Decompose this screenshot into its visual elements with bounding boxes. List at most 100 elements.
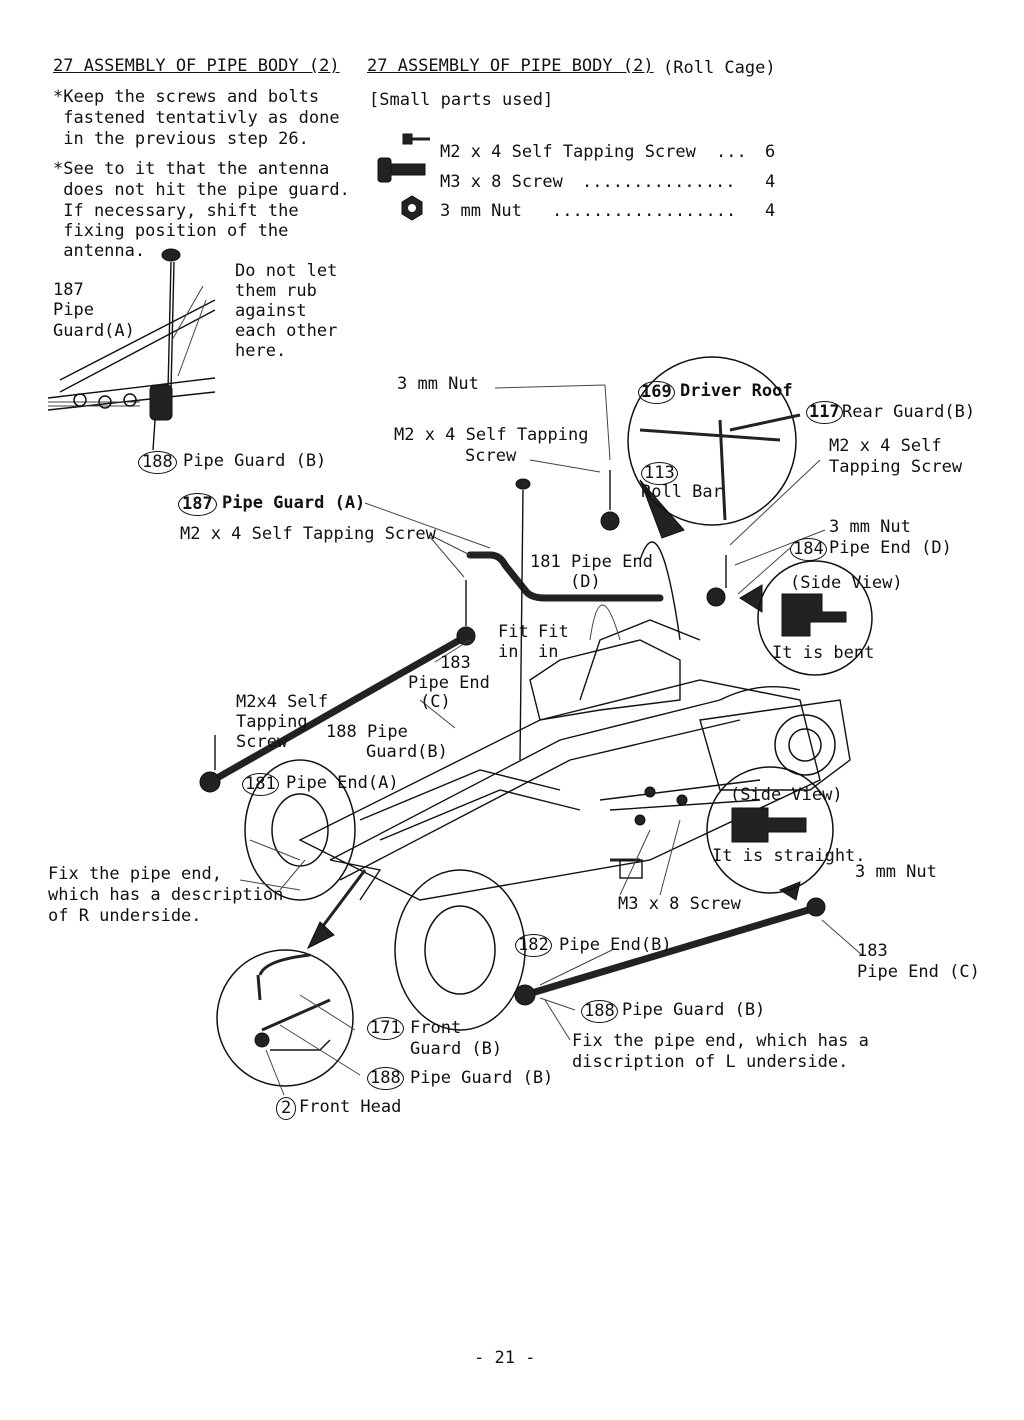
pg-a-num: 187: [178, 493, 217, 516]
pg-b2-num: 188: [367, 1067, 404, 1090]
part-qty: 4: [765, 201, 776, 221]
m2x4-left: M2x4 Self: [236, 692, 329, 712]
pipe-guard-right: [514, 897, 826, 1006]
inset-num-188: 188: [138, 451, 177, 474]
pipe-end-c-num: 183: [857, 941, 888, 961]
pg-a-label: Pipe Guard (A): [222, 493, 366, 513]
part-name: M2 x 4 Self Tapping Screw: [440, 142, 696, 162]
nut-top: 3 mm Nut: [397, 374, 479, 394]
nut-icon: [401, 195, 423, 221]
front-head-detail: [254, 953, 331, 1051]
front-arrow: [306, 869, 801, 950]
left-title: 27 ASSEMBLY OF PIPE BODY (2): [53, 56, 340, 76]
m2-screw-right: M2 x 4 Self: [829, 436, 942, 456]
pipe-end-183c-2: Pipe End: [408, 673, 490, 693]
part-qty: 4: [765, 172, 776, 192]
inset-note: them rub: [235, 281, 317, 301]
note-line-8: antenna.: [53, 241, 146, 261]
pipe-end-a-num: 181: [242, 773, 279, 796]
pipe-end-181d: 181 Pipe End: [530, 552, 653, 572]
pg-b-num: 188: [581, 1000, 618, 1023]
rear-guard: Rear Guard(B): [842, 402, 976, 422]
part-name: 3 mm Nut: [440, 201, 522, 221]
fit-in-1: Fit: [498, 622, 529, 642]
note-line-3: in the previous step 26.: [53, 129, 309, 149]
part-dots: ..................: [552, 201, 737, 221]
antenna-car: [515, 478, 531, 761]
pg-b: Pipe Guard (B): [622, 1000, 766, 1020]
side-view-1: (Side View): [790, 573, 903, 593]
pipe-end-d-num: 184: [790, 538, 827, 561]
note-line-2: fastened tentativly as done: [53, 108, 340, 128]
note-line-4: *See to it that the antenna: [53, 159, 330, 179]
fit-in-2b: in: [538, 642, 559, 662]
self-tapping-screw-icon: [402, 133, 430, 145]
front-guard: Front: [410, 1018, 462, 1038]
front-head-num: 2: [276, 1097, 297, 1120]
side-view-circle-1: [757, 560, 873, 676]
roll-bar: Roll Bar: [641, 482, 723, 502]
m2-screw-top: M2 x 4 Self Tapping: [394, 425, 589, 445]
pipe-guard-188: 188 Pipe: [326, 722, 408, 742]
m2-screw-top-2: Screw: [465, 446, 517, 466]
parts-heading: [Small parts used]: [369, 90, 554, 110]
fix-l-2: discription of L underside.: [572, 1052, 849, 1072]
m3-screw: M3 x 8 Screw: [618, 894, 741, 914]
bent-note: It is bent: [772, 643, 875, 663]
inset-note: here.: [235, 341, 287, 361]
roof-detail-circle: [627, 356, 797, 526]
buggy-chassis: [239, 541, 851, 1031]
fit-in-1b: in: [498, 642, 519, 662]
antenna-inset: [47, 248, 216, 451]
pipe-end-183c: 183: [440, 653, 471, 673]
pg-b2: Pipe Guard (B): [410, 1068, 554, 1088]
fit-in-2: Fit: [538, 622, 569, 642]
pipe-guard-left: [199, 580, 476, 793]
note-line-6: If necessary, shift the: [53, 201, 299, 221]
pipe-end-d: Pipe End (D): [829, 538, 952, 558]
part-dots: ...............: [582, 172, 736, 192]
m2x4-left-3: Screw: [236, 732, 288, 752]
pipe-end-c: Pipe End (C): [857, 962, 980, 982]
driver-roof-num: 169: [638, 381, 675, 404]
m2-screw-left: M2 x 4 Self Tapping Screw: [180, 524, 436, 544]
side-view-2: (Side View): [730, 785, 843, 805]
inset-note: Do not let: [235, 261, 338, 281]
inset-pipe: Pipe: [53, 300, 94, 320]
driver-roof: Driver Roof: [680, 381, 793, 401]
fix-r-3: of R underside.: [48, 906, 202, 926]
roll-cage-tube: [429, 534, 664, 602]
front-head-circle: [216, 949, 354, 1087]
right-subtitle: (Roll Cage): [663, 58, 776, 78]
fix-r-1: Fix the pipe end,: [48, 864, 222, 884]
note-line-1: *Keep the screws and bolts: [53, 87, 320, 107]
inset-note: against: [235, 301, 307, 321]
note-line-7: fixing position of the: [53, 221, 289, 241]
nut-right2: 3 mm Nut: [855, 862, 937, 882]
m2-screw-right-2: Tapping Screw: [829, 457, 963, 477]
nut-right: 3 mm Nut: [829, 517, 911, 537]
part-qty: 6: [765, 142, 776, 162]
inset-num-187: 187: [53, 280, 84, 300]
side-view-circle-2: [706, 766, 834, 894]
screw-icon: [377, 157, 426, 183]
front-guard-2: Guard (B): [410, 1039, 503, 1059]
page-number: - 21 -: [474, 1348, 536, 1368]
front-head: Front Head: [299, 1097, 402, 1117]
pipe-end-183c-3: (C): [420, 692, 451, 712]
rear-guard-num: 117: [806, 401, 843, 424]
part-name: M3 x 8 Screw: [440, 172, 563, 192]
leader-lines: [265, 384, 863, 1096]
part-dots: ...: [716, 142, 747, 162]
fix-r-2: which has a description: [48, 885, 284, 905]
pipe-end-b: Pipe End(B): [559, 935, 672, 955]
roof-detail: [639, 413, 801, 521]
fix-l-1: Fix the pipe end, which has a: [572, 1031, 869, 1051]
pipe-end-b-num: 182: [515, 934, 552, 957]
inset-note: each other: [235, 321, 338, 341]
front-guard-num: 171: [367, 1017, 404, 1040]
inset-guard-a: Guard(A): [53, 321, 135, 341]
inset-pipe-guard-b: Pipe Guard (B): [183, 451, 327, 471]
m2x4-left-2: Tapping: [236, 712, 308, 732]
